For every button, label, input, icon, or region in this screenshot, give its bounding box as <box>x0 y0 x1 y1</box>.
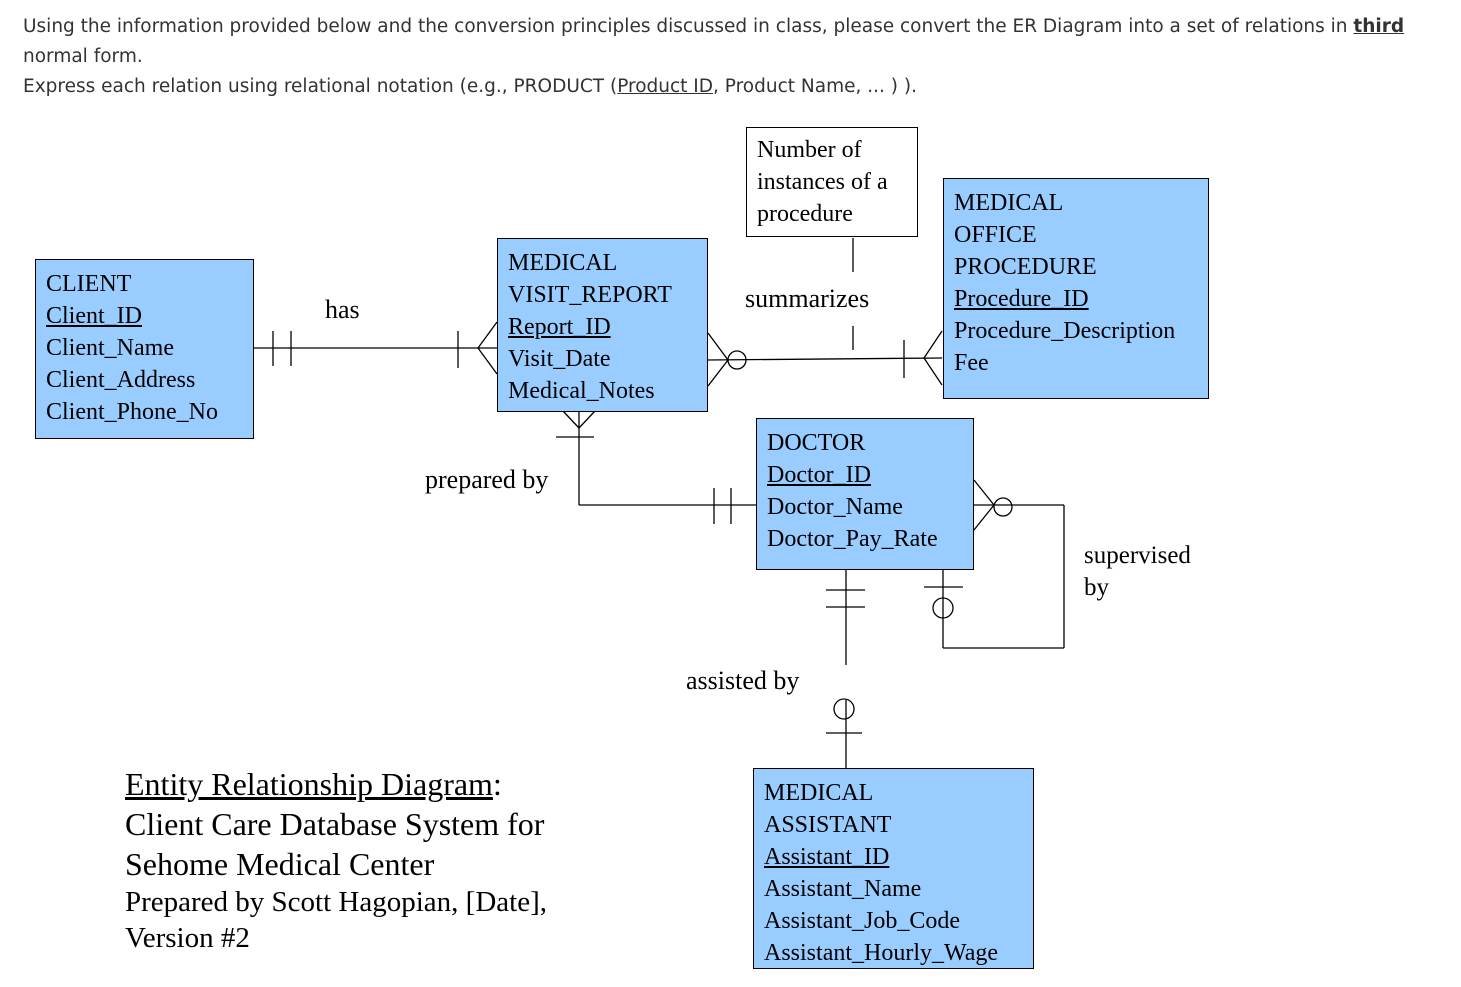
primary-key-attribute: Client_ID <box>46 303 142 329</box>
relationship-label-supervised-by: supervised by <box>1084 540 1191 604</box>
note-line: Number of <box>757 137 862 163</box>
entity-name: ASSISTANT <box>764 812 892 838</box>
prompt-emphasis: third <box>1353 16 1405 37</box>
relationship-label-assisted-by: assisted by <box>686 666 800 695</box>
prompt-line-1: Using the information provided below and… <box>23 12 1443 72</box>
note-box: Number of instances of a procedure <box>746 127 918 237</box>
primary-key-attribute: Doctor_ID <box>767 462 871 488</box>
relationship-label-line: supervised <box>1084 542 1191 569</box>
caption-title-text: Entity Relationship Diagram <box>125 766 493 802</box>
entity-medical-assistant: MEDICAL ASSISTANT Assistant_ID Assistant… <box>753 768 1034 969</box>
caption-line: Sehome Medical Center <box>125 846 435 882</box>
relationship-label-summarizes: summarizes <box>745 284 870 313</box>
crowfoot-mark <box>578 410 596 429</box>
prompt-line-2: Express each relation using relational n… <box>23 72 1443 102</box>
entity-name: VISIT_REPORT <box>508 282 672 308</box>
entity-name: MEDICAL <box>954 190 1064 216</box>
summarizes-relationship-line <box>707 357 943 361</box>
entity-name: MEDICAL <box>508 250 618 276</box>
crowfoot-mark <box>562 410 580 429</box>
prompt-text: normal form. <box>23 46 143 67</box>
question-prompt: Using the information provided below and… <box>23 12 1443 102</box>
relationship-label-line: by <box>1084 574 1109 601</box>
attribute: Medical_Notes <box>508 378 655 404</box>
crowfoot-mark <box>973 479 995 506</box>
entity-client: CLIENT Client_ID Client_Name Client_Addr… <box>35 259 254 439</box>
crowfoot-mark <box>923 330 943 359</box>
crowfoot-mark <box>477 347 498 375</box>
crowfoot-mark <box>923 357 943 386</box>
note-line: instances of a <box>757 169 888 195</box>
attribute: Client_Address <box>46 367 196 393</box>
entity-doctor: DOCTOR Doctor_ID Doctor_Name Doctor_Pay_… <box>756 418 974 570</box>
attribute: Doctor_Name <box>767 494 903 520</box>
zero-circle-mark <box>727 350 747 370</box>
prompt-text: Using the information provided below and… <box>23 16 1354 37</box>
entity-name: DOCTOR <box>767 430 866 456</box>
entity-name: OFFICE <box>954 222 1037 248</box>
crowfoot-mark <box>973 504 995 531</box>
caption-line: Prepared by Scott Hagopian, [Date], <box>125 886 547 918</box>
zero-circle-mark <box>833 698 855 720</box>
zero-circle-mark <box>932 597 954 619</box>
attribute: Assistant_Name <box>764 876 922 902</box>
primary-key-attribute: Report_ID <box>508 314 611 340</box>
attribute: Client_Name <box>46 335 174 361</box>
attribute: Assistant_Hourly_Wage <box>764 940 999 966</box>
attribute: Fee <box>954 350 989 376</box>
crowfoot-mark <box>707 332 729 361</box>
entity-name: MEDICAL <box>764 780 874 806</box>
diagram-caption: Entity Relationship Diagram: Client Care… <box>125 764 547 956</box>
relationship-label-prepared-by: prepared by <box>425 465 549 494</box>
attribute: Procedure_Description <box>954 318 1176 344</box>
caption-line: Version #2 <box>125 922 250 954</box>
entity-name: CLIENT <box>46 271 132 297</box>
crowfoot-mark <box>707 359 729 387</box>
entity-medical-office-procedure: MEDICAL OFFICE PROCEDURE Procedure_ID Pr… <box>943 178 1209 399</box>
prompt-example-key: Product ID <box>617 76 714 97</box>
caption-title-colon: : <box>492 766 502 802</box>
primary-key-attribute: Assistant_ID <box>764 844 890 870</box>
relationship-label-has: has <box>325 295 360 324</box>
note-line: procedure <box>757 201 853 227</box>
attribute: Visit_Date <box>508 346 611 372</box>
zero-circle-mark <box>993 497 1013 517</box>
prompt-text: , Product Name, ... ) ). <box>713 76 917 97</box>
attribute: Assistant_Job_Code <box>764 908 961 934</box>
entity-medical-visit-report: MEDICAL VISIT_REPORT Report_ID Visit_Dat… <box>497 238 708 412</box>
attribute: Client_Phone_No <box>46 399 218 425</box>
caption-title: Entity Relationship Diagram: <box>125 764 547 804</box>
primary-key-attribute: Procedure_ID <box>954 286 1089 312</box>
attribute: Doctor_Pay_Rate <box>767 526 938 552</box>
crowfoot-mark <box>477 321 498 349</box>
prompt-text: Express each relation using relational n… <box>23 76 618 97</box>
caption-line: Client Care Database System for <box>125 806 545 842</box>
entity-name: PROCEDURE <box>954 254 1097 280</box>
